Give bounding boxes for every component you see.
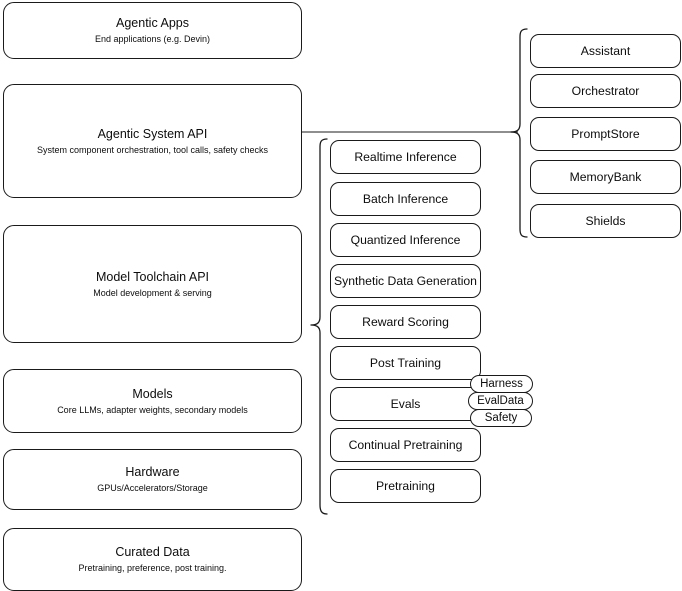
toolchain-item-synthetic-data-generation[interactable]: Synthetic Data Generation xyxy=(330,264,481,298)
toolchain-item-realtime-inference[interactable]: Realtime Inference xyxy=(330,140,481,174)
system-item-promptstore[interactable]: PromptStore xyxy=(530,117,681,151)
layer-text-group: Model Toolchain API Model development & … xyxy=(93,269,212,300)
layer-text-group: Curated Data Pretraining, preference, po… xyxy=(78,544,226,575)
layer-subtitle: End applications (e.g. Devin) xyxy=(94,34,211,44)
layer-title: Model Toolchain API xyxy=(95,269,210,284)
toolchain-item-evals[interactable]: Evals xyxy=(330,387,481,421)
layer-subtitle: Model development & serving xyxy=(93,287,212,298)
toolchain-item-continual-pretraining[interactable]: Continual Pretraining xyxy=(330,428,481,462)
layer-title: Hardware xyxy=(125,465,180,479)
layer-text-group: Agentic System API System component orch… xyxy=(37,126,268,157)
layer-text-group: Agentic Apps End applications (e.g. Devi… xyxy=(95,15,210,46)
layer-title: Curated Data xyxy=(115,545,190,559)
layer-subtitle: GPUs/Accelerators/Storage xyxy=(97,483,208,493)
system-item-assistant[interactable]: Assistant xyxy=(530,34,681,68)
system-item-orchestrator[interactable]: Orchestrator xyxy=(530,74,681,108)
layer-title: Models xyxy=(132,386,173,401)
toolchain-item-reward-scoring[interactable]: Reward Scoring xyxy=(330,305,481,339)
layer-box-agentic-apps[interactable]: Agentic Apps End applications (e.g. Devi… xyxy=(3,2,302,59)
layer-subtitle: System component orchestration, tool cal… xyxy=(36,144,269,155)
toolchain-item-post-training[interactable]: Post Training xyxy=(330,346,481,380)
layer-box-models[interactable]: Models Core LLMs, adapter weights, secon… xyxy=(3,369,302,433)
layer-box-agentic-system-api[interactable]: Agentic System API System component orch… xyxy=(3,84,302,198)
layer-subtitle: Core LLMs, adapter weights, secondary mo… xyxy=(57,404,248,415)
eval-badge-evaldata[interactable]: EvalData xyxy=(468,392,533,410)
system-item-memorybank[interactable]: MemoryBank xyxy=(530,160,681,194)
toolchain-item-batch-inference[interactable]: Batch Inference xyxy=(330,182,481,216)
toolchain-brace xyxy=(310,138,328,515)
toolchain-item-quantized-inference[interactable]: Quantized Inference xyxy=(330,223,481,257)
layer-box-curated-data[interactable]: Curated Data Pretraining, preference, po… xyxy=(3,528,302,591)
eval-badge-harness[interactable]: Harness xyxy=(470,375,533,393)
layer-title: Agentic Apps xyxy=(116,16,189,30)
layer-text-group: Models Core LLMs, adapter weights, secon… xyxy=(57,386,248,417)
layer-subtitle: Pretraining, preference, post training. xyxy=(78,563,227,573)
system-brace xyxy=(510,28,528,238)
layer-title: Agentic System API xyxy=(97,126,208,141)
toolchain-item-pretraining[interactable]: Pretraining xyxy=(330,469,481,503)
eval-badge-safety[interactable]: Safety xyxy=(470,409,532,427)
layer-box-hardware[interactable]: Hardware GPUs/Accelerators/Storage xyxy=(3,449,302,510)
system-item-shields[interactable]: Shields xyxy=(530,204,681,238)
layer-text-group: Hardware GPUs/Accelerators/Storage xyxy=(97,464,208,495)
layer-box-model-toolchain-api[interactable]: Model Toolchain API Model development & … xyxy=(3,225,302,343)
